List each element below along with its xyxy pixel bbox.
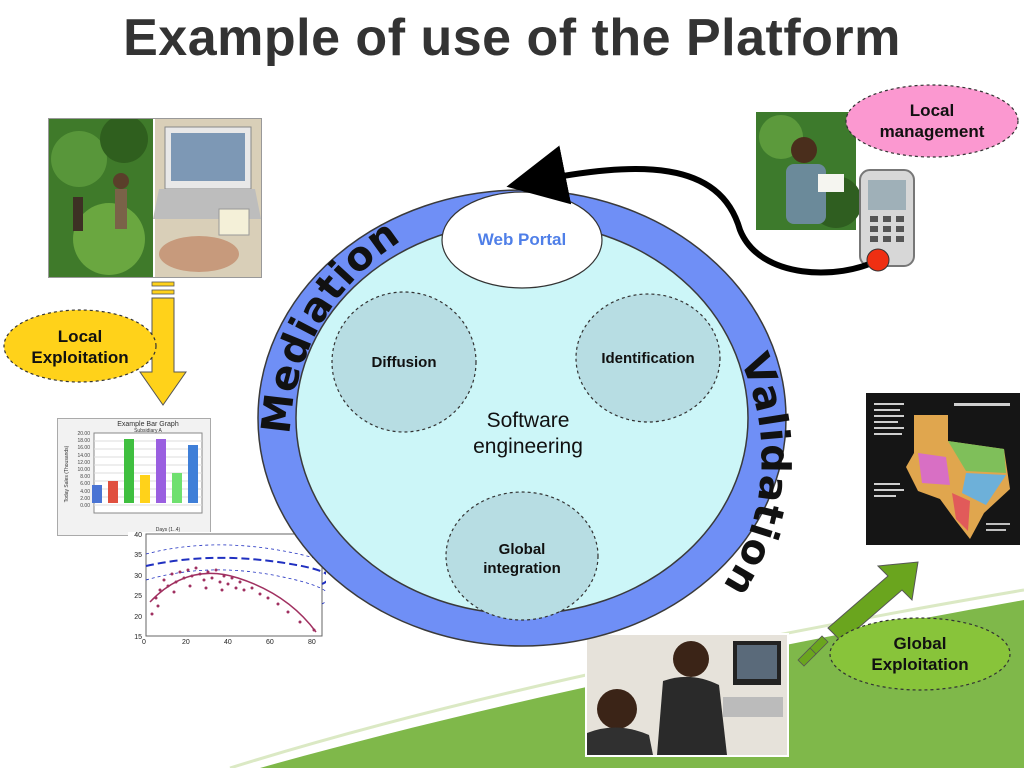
local-exploitation-text: Local Exploitation <box>4 326 156 368</box>
bar-graph-tick: 8.00 <box>80 474 90 481</box>
vegetation-map-image <box>866 393 1020 545</box>
web-portal-label: Web Portal <box>477 230 567 249</box>
global-integration-shape <box>445 491 599 621</box>
bar-graph-tick: 20.00 <box>77 431 90 437</box>
scatter-y-ticks: 40 35 30 25 20 15 <box>128 532 142 648</box>
global-exploitation-line: Global <box>893 634 947 653</box>
slide-title: Example of use of the Platform <box>123 9 901 67</box>
bar-graph-frame <box>92 432 203 514</box>
bar-graph-subtitle: Subsidiary A <box>134 428 162 434</box>
identification-label: Identification <box>601 349 695 367</box>
scatter-plot-image: 40 35 30 25 20 15 0 20 40 60 80 <box>128 532 326 650</box>
bar-graph-image: Example Bar Graph Subsidiary A Today Sal… <box>57 418 211 536</box>
bar-graph-tick: 2.00 <box>80 495 90 502</box>
bar-5 <box>156 439 166 503</box>
scatter-x-tick: 60 <box>266 639 274 646</box>
bar-graph-tick: 6.00 <box>80 481 90 488</box>
bar-4 <box>140 475 150 503</box>
local-management-callout <box>845 84 1019 158</box>
local-management-line: Local <box>909 101 955 120</box>
local-management-text: Local management <box>852 100 1012 142</box>
yellow-down-arrow <box>139 281 187 406</box>
global-integration-line: Global <box>498 541 546 558</box>
diffusion-shape <box>331 291 477 433</box>
software-engineering-line: Software <box>486 409 570 432</box>
scatter-x-tick: 40 <box>224 639 232 646</box>
scatter-y-tick: 25 <box>134 593 142 601</box>
curved-arrow <box>506 145 880 276</box>
bar-graph-tick: 0.00 <box>80 503 90 510</box>
local-exploitation-line: Exploitation <box>31 348 129 367</box>
local-management-photo <box>756 112 918 270</box>
bar-graph-tick: 18.00 <box>77 438 90 445</box>
bar-7 <box>188 445 198 503</box>
identification-shape <box>575 293 721 423</box>
global-exploitation-photo <box>585 633 789 757</box>
local-exploitation-line: Local <box>57 327 103 346</box>
bar-graph-tick: 10.00 <box>77 467 90 474</box>
scatter-y-tick: 30 <box>134 572 142 580</box>
scatter-y-tick: 40 <box>134 532 142 539</box>
global-exploitation-line: Exploitation <box>871 655 969 674</box>
scatter-x-tick: 0 <box>142 639 146 646</box>
bar-2 <box>108 481 118 503</box>
local-exploitation-callout <box>3 309 157 383</box>
bar-graph-title: Example Bar Graph <box>117 421 179 428</box>
bar-graph-tick: 4.00 <box>80 488 90 495</box>
diffusion-label: Diffusion <box>371 353 437 371</box>
bar-graph-tick: 16.00 <box>77 445 90 452</box>
scatter-plot-canvas <box>145 533 326 637</box>
bar-3 <box>124 439 134 503</box>
software-engineering-line: engineering <box>473 435 583 458</box>
scatter-y-tick: 15 <box>134 633 142 641</box>
global-integration-line: integration <box>483 560 561 577</box>
bar-1 <box>92 485 102 503</box>
scatter-y-tick: 35 <box>134 552 142 560</box>
local-management-line: management <box>879 122 985 141</box>
software-engineering-label: Software engineering <box>448 408 608 460</box>
bar-graph-tick: 14.00 <box>77 452 90 459</box>
bar-graph-xlabel: Days (1..4) <box>155 527 181 533</box>
field-work-photo <box>48 118 262 278</box>
scatter-y-tick: 20 <box>134 613 142 621</box>
scatter-x-tick: 80 <box>308 639 316 646</box>
scatter-x-tick: 20 <box>182 639 190 646</box>
global-exploitation-callout <box>829 617 1011 691</box>
bar-graph-tick: 12.00 <box>77 459 90 466</box>
phone-signal-dot <box>866 248 890 272</box>
bar-6 <box>172 473 182 503</box>
global-integration-label: Global integration <box>452 540 592 578</box>
bar-graph-ticks: 20.00 18.00 16.00 14.00 12.00 10.00 8.00… <box>64 431 90 510</box>
global-exploitation-text: Global Exploitation <box>840 633 1000 675</box>
